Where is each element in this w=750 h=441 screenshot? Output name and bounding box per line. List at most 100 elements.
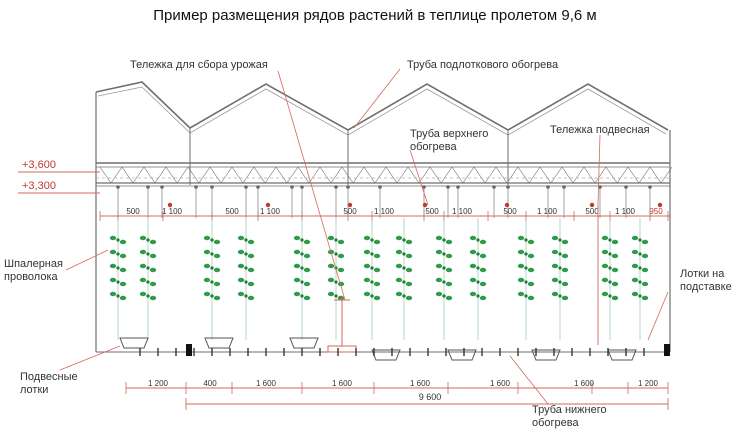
plant-node [300, 280, 304, 284]
top-dimension-label: 500 [503, 207, 517, 216]
upper-heating-pipe-marker [657, 202, 663, 208]
bottom-dimension-label: 400 [203, 379, 217, 388]
plant-leaf [139, 249, 147, 255]
plant-node [524, 252, 528, 256]
plant-leaf [293, 235, 301, 241]
plant-node [146, 266, 150, 270]
plant-leaf [149, 281, 157, 287]
plant-leaf [405, 295, 413, 301]
plant-node [244, 294, 248, 298]
plant-node [558, 238, 562, 242]
truss-diagonal [187, 166, 200, 184]
plant-leaf [611, 267, 619, 273]
plant-leaf [109, 291, 117, 297]
plant-leaf [551, 235, 559, 241]
gutter-tray [204, 337, 234, 349]
label-hanging-gutters: Подвесные лотки [20, 371, 78, 397]
truss-diagonal [473, 166, 486, 184]
top-dimension-label: 1 100 [162, 207, 183, 216]
plant-leaf [561, 281, 569, 287]
truss-diagonal [627, 166, 640, 184]
plant-leaf [405, 253, 413, 259]
leader-upper-heating [409, 149, 429, 206]
gutter-tray [531, 349, 561, 361]
label-gutters-on-stand: Лотки на подставке [680, 268, 732, 294]
plant-leaf [213, 253, 221, 259]
plant-leaf [561, 295, 569, 301]
plant-leaf [435, 235, 443, 241]
truss-diagonal [649, 166, 662, 184]
bottom-dimension-label: 1 600 [490, 379, 511, 388]
truss-diagonal [660, 166, 673, 184]
plant-leaf [631, 291, 639, 297]
plant-node [244, 252, 248, 256]
plant-leaf [395, 291, 403, 297]
hanger-knot [300, 185, 304, 189]
plant-node [402, 252, 406, 256]
plant-node [146, 252, 150, 256]
plant-node [402, 238, 406, 242]
plant-node [210, 252, 214, 256]
label-hanging-gutters-line1: Подвесные [20, 371, 78, 383]
plant-leaf [445, 253, 453, 259]
plant-node [334, 280, 338, 284]
label-trellis-wire: Шпалерная проволока [4, 258, 63, 284]
plant-leaf [469, 291, 477, 297]
truss-diagonal [319, 166, 332, 184]
plant-node [370, 252, 374, 256]
truss-diagonal [308, 166, 321, 184]
plant-leaf [479, 253, 487, 259]
plant-leaf [373, 295, 381, 301]
page-title: Пример размещения рядов растений в тепли… [153, 7, 597, 24]
plant-leaf [139, 235, 147, 241]
plant-node [146, 280, 150, 284]
plant-leaf [527, 281, 535, 287]
hanger-knot [506, 185, 510, 189]
plant-leaf [631, 249, 639, 255]
leader-hanging-gutters [59, 345, 121, 371]
plant-leaf [293, 263, 301, 269]
upper-heating-pipe-marker [589, 202, 595, 208]
plant-node [146, 238, 150, 242]
plant-node [524, 266, 528, 270]
plant-leaf [247, 253, 255, 259]
truss-diagonal [374, 166, 387, 184]
plant-node [244, 266, 248, 270]
plant-leaf [479, 295, 487, 301]
bottom-dimension-label: 1 600 [574, 379, 595, 388]
plant-leaf [395, 249, 403, 255]
plant-leaf [213, 295, 221, 301]
top-dimension-label: 500 [343, 207, 357, 216]
plant-node [558, 294, 562, 298]
truss-diagonal [506, 166, 519, 184]
top-dimension-label: 950 [649, 207, 663, 216]
plant-leaf [373, 281, 381, 287]
plant-node [476, 238, 480, 242]
leader-hanging-cart [597, 134, 601, 206]
plant-leaf [641, 239, 649, 245]
plant-leaf [631, 235, 639, 241]
plant-leaf [247, 281, 255, 287]
plant-leaf [373, 267, 381, 273]
plant-leaf [337, 253, 345, 259]
plant-leaf [445, 267, 453, 273]
plant-leaf [561, 267, 569, 273]
plant-node [442, 238, 446, 242]
plant-leaf [139, 277, 147, 283]
plant-node [334, 294, 338, 298]
plant-leaf [363, 263, 371, 269]
truss-diagonal [429, 166, 442, 184]
hanger-knot [456, 185, 460, 189]
hanger-knot [256, 185, 260, 189]
label-hanging-cart: Тележка подвесная [550, 124, 650, 136]
truss-diagonal [451, 166, 464, 184]
label-hanging-gutters-line2: лотки [20, 384, 49, 396]
truss-diagonal [396, 166, 409, 184]
plant-node [476, 252, 480, 256]
plant-node [300, 266, 304, 270]
truss-diagonal [132, 166, 145, 184]
plant-node [146, 294, 150, 298]
truss-diagonal [176, 166, 189, 184]
plant-leaf [109, 249, 117, 255]
leader-lower-heating [509, 355, 549, 405]
